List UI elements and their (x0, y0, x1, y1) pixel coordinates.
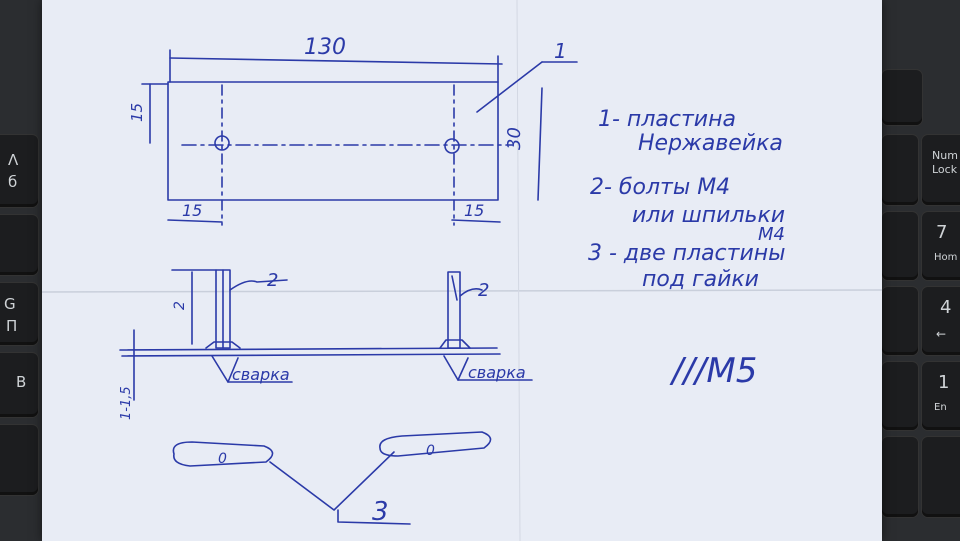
dim-height-label: 30 (504, 127, 525, 150)
keyboard-key (882, 287, 918, 355)
note-line-2b: или шпильки (632, 203, 785, 228)
bolt-hole-left (214, 135, 230, 151)
leader-line (229, 279, 288, 291)
note-line-2c: М4 (758, 224, 785, 245)
washer-hole-left-label: 0 (218, 451, 227, 467)
dim-hole-left-label: 15 (182, 201, 202, 220)
weld-symbol-right (443, 355, 469, 381)
weld-label-right: сварка (468, 363, 526, 382)
keyboard-key (0, 215, 38, 275)
note-line-3a: 3 - две пластины (588, 241, 786, 266)
key-bottom-label: П (6, 317, 18, 335)
plate-side-view: сварка сварка 2 2 2 1-1,5 (119, 269, 533, 420)
note-line-1a: 1- пластина (598, 107, 736, 132)
keyboard-key: 4 ← (922, 287, 960, 355)
fold-line (42, 289, 882, 293)
weld-fillet-left (205, 341, 241, 349)
keyboard-key: 7 Hom (922, 212, 960, 280)
keyboard-key: 1 En (922, 362, 960, 430)
dim-line-hole-left (167, 219, 223, 223)
weld-fillet-right (439, 339, 471, 349)
key-sub-label: Hom (934, 252, 958, 263)
bolt-thread (451, 275, 458, 301)
note-line-1b: Нержавейка (638, 131, 783, 156)
bolt-label-right: 2 (478, 280, 489, 301)
note-line-2a: 2- болты М4 (590, 175, 730, 200)
washer-label: 3 (372, 497, 389, 527)
leader-line (459, 288, 483, 297)
weld-label-left: сварка (232, 365, 290, 384)
plate-thickness-label: 1-1,5 (119, 386, 134, 420)
key-sub-label: Lock (932, 163, 958, 176)
thread-note: ///М5 (669, 351, 757, 391)
key-label: Num (932, 149, 958, 162)
key-top-label: B (16, 373, 27, 391)
sketch-canvas: 130 30 15 15 15 1 (42, 0, 882, 541)
dim-offset-label: 15 (128, 103, 146, 122)
keyboard-key (882, 70, 922, 125)
keyboard-key (882, 135, 918, 205)
dim-line-hole-right (451, 219, 501, 223)
plate-outline (167, 81, 499, 201)
dim-length-label: 130 (304, 35, 346, 60)
paper-sheet: 130 30 15 15 15 1 (42, 0, 882, 541)
plate-side-bottom (121, 353, 501, 357)
washer-leader-tail (337, 509, 411, 525)
key-label: 4 (940, 297, 952, 318)
keyboard-key (922, 437, 960, 517)
keyboard-key: Λ б (0, 135, 38, 207)
plate-side-top (119, 347, 498, 351)
bolt-hole-right (444, 138, 460, 154)
key-top-label: G (4, 295, 16, 313)
keyboard-key: B (0, 353, 38, 417)
bolt-height-label: 2 (172, 301, 188, 310)
part-1-label: 1 (554, 39, 567, 63)
washers-view: 0 0 3 (172, 431, 492, 527)
dim-hole-right-label: 15 (464, 201, 484, 220)
keyboard-key: Num Lock (922, 135, 960, 205)
keyboard-key (882, 212, 918, 280)
keyboard-key (882, 437, 918, 517)
washer-right (379, 431, 492, 457)
notes-block: 1- пластина Нержавейка 2- болты М4 или ш… (588, 107, 786, 391)
dim-line-length (169, 57, 503, 65)
note-line-3b: под гайки (642, 267, 759, 292)
keyboard-key (882, 362, 918, 430)
key-sub-label: En (934, 402, 947, 413)
fold-line (516, 0, 521, 541)
key-label: 7 (936, 222, 948, 243)
washer-left (172, 441, 274, 467)
key-sub-label: ← (936, 327, 947, 341)
washer-leader (269, 451, 395, 511)
washer-hole-right-label: 0 (426, 443, 435, 459)
key-top-label: Λ (8, 151, 19, 169)
bolt-label-left: 2 (267, 270, 278, 291)
key-bottom-label: б (8, 173, 18, 191)
dim-line-height (537, 87, 543, 201)
plate-top-view: 130 30 15 15 15 1 (128, 35, 578, 226)
keyboard-key (0, 425, 38, 495)
key-label: 1 (938, 372, 950, 393)
keyboard-key: G П (0, 283, 38, 345)
bolt-right (447, 271, 461, 349)
leader-line (476, 61, 543, 113)
